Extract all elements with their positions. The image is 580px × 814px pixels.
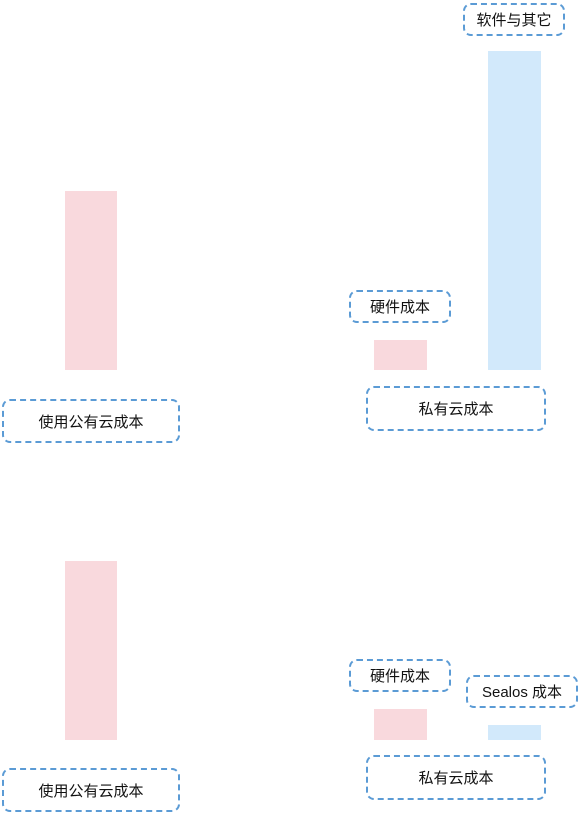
bottom-public-cloud-cost-bar (65, 561, 117, 740)
top-software-other-label: 软件与其它 (463, 3, 565, 36)
top-hardware-cost-label: 硬件成本 (349, 290, 451, 323)
top-hardware-cost-bar (374, 340, 427, 370)
bottom-hardware-cost-label: 硬件成本 (349, 659, 451, 692)
bottom-private-cloud-cost-label: 私有云成本 (366, 755, 546, 800)
top-private-cloud-cost-label: 私有云成本 (366, 386, 546, 431)
bottom-sealos-cost-bar (488, 725, 541, 740)
bottom-public-cloud-cost-label: 使用公有云成本 (2, 768, 180, 812)
bottom-hardware-cost-bar (374, 709, 427, 740)
top-software-other-cost-bar (488, 51, 541, 370)
top-public-cloud-cost-label: 使用公有云成本 (2, 399, 180, 443)
top-public-cloud-cost-bar (65, 191, 117, 370)
bottom-sealos-cost-label: Sealos 成本 (466, 675, 578, 708)
